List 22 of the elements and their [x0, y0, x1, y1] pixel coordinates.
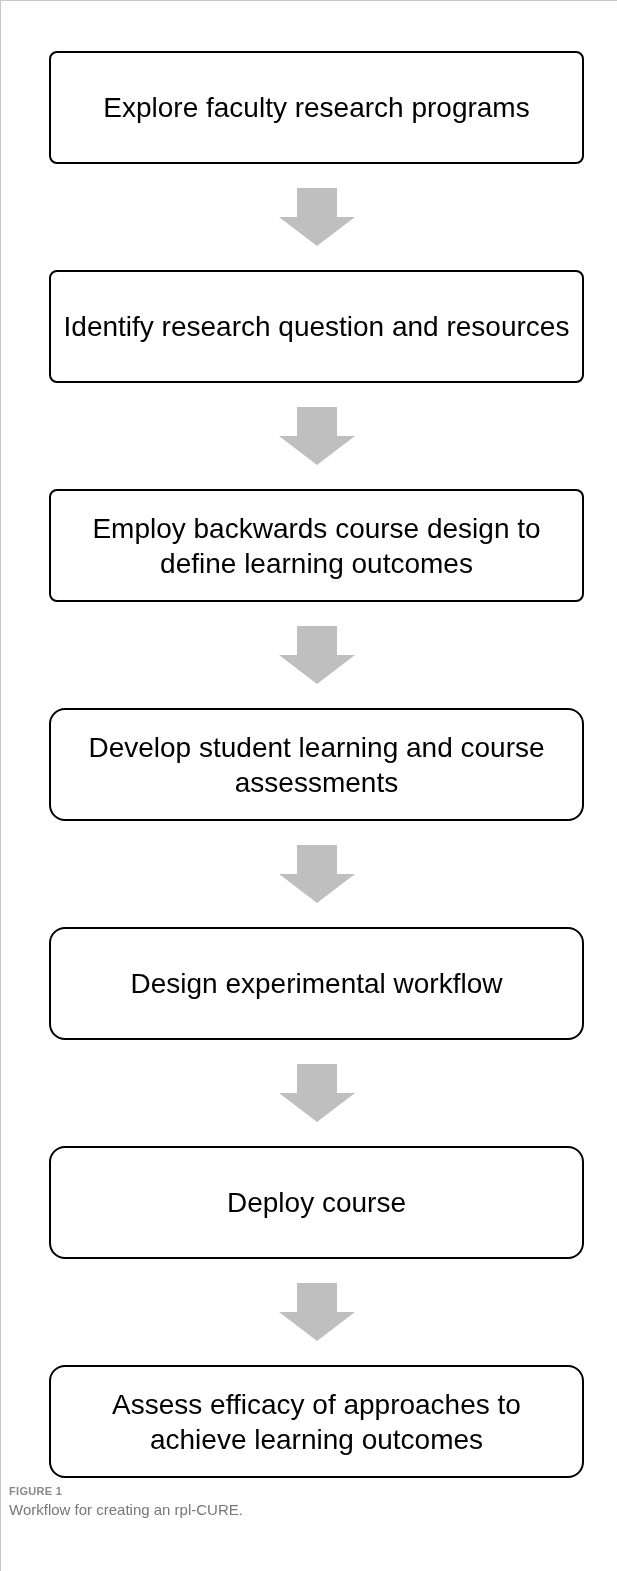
block-arrow: [279, 626, 355, 684]
step-text: Design experimental workflow: [130, 967, 503, 1001]
process-box: [49, 927, 584, 1040]
step-text: Assess efficacy of approaches to achieve learning outcomes: [111, 1387, 522, 1457]
step-text: Deploy course: [227, 1186, 406, 1220]
process-box: [49, 51, 584, 164]
caption: Workflow for creating an rpl-CURE.: [9, 1501, 243, 1518]
process-box: [49, 270, 584, 383]
block-arrow: [279, 1283, 355, 1341]
step-text: Develop student learning and course assessments: [87, 730, 546, 800]
step-text: Identify research question and resources: [63, 310, 570, 344]
block-arrow: [279, 188, 355, 246]
figure-number: FIGURE 1: [9, 1485, 63, 1497]
block-arrow: [279, 407, 355, 465]
step-text: Employ backwards course design to define learning outcomes: [91, 511, 542, 581]
process-box: [49, 489, 584, 602]
block-arrow: [279, 845, 355, 903]
step-text: Explore faculty research programs: [103, 91, 530, 125]
block-arrow: [279, 1064, 355, 1122]
process-box: [49, 708, 584, 821]
process-box: [49, 1365, 584, 1478]
process-box: [49, 1146, 584, 1259]
